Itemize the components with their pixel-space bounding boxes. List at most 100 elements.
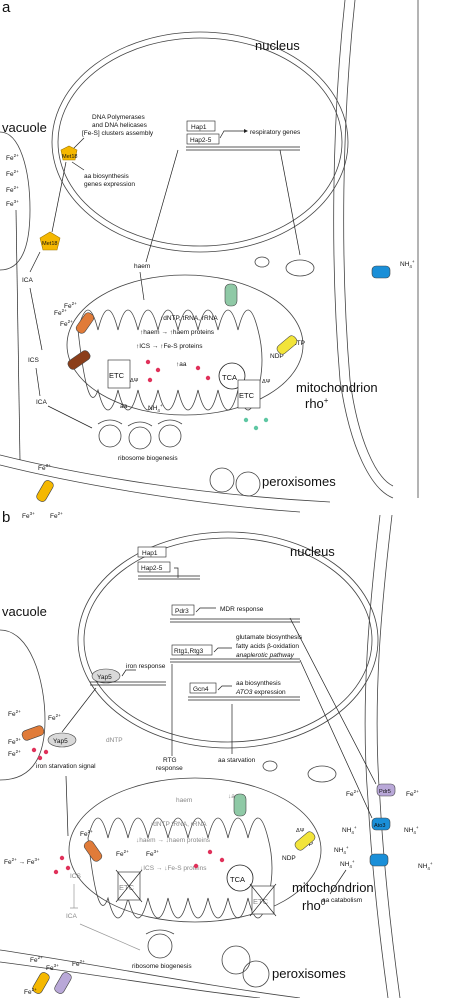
transporter-green-b: [233, 793, 247, 817]
arrow-yap5: [61, 687, 97, 733]
gcn4-dna: [188, 685, 300, 701]
red-dot: [195, 365, 201, 371]
red-dot: [155, 367, 161, 373]
haem-b: haem: [176, 797, 192, 804]
etc-a-right-label: ETC: [239, 391, 255, 400]
rtg-dna: [170, 647, 300, 663]
etc-a-left-label: ETC: [109, 371, 125, 380]
etc-b-right-label: ETC: [253, 897, 269, 906]
tca-b: TCA: [230, 875, 245, 884]
ntp-a: NTP: [292, 340, 305, 347]
pm-b-1: [0, 949, 301, 998]
fe-b-pm2: Fe3+: [46, 963, 59, 972]
arrow-met18-dna: [71, 137, 85, 151]
dntp-a: ↑dNTP, tRNA, rRNA: [160, 315, 218, 322]
iron-starv: iron starvation signal: [36, 763, 96, 770]
tca-b-circle: [226, 864, 254, 892]
red-dot: [31, 747, 37, 753]
transporter-orange-a: [75, 312, 95, 334]
peroxisomes-a: [209, 467, 261, 497]
dntp-row-b: ↓dNTP tRNA, rRNA: [150, 821, 207, 828]
met18-nuc-shape: [60, 145, 78, 161]
vac-fe2: Fe2+: [6, 169, 19, 178]
ica-b: ICA: [66, 913, 78, 920]
ics-a: ICS: [28, 357, 40, 364]
arrow-resp: [219, 130, 244, 139]
dpsi-a-left: ΔΨ: [130, 378, 139, 384]
nh4-b-1: NH4+: [342, 825, 357, 835]
mito-a-state: rho+: [305, 396, 329, 411]
rtg-box: [171, 644, 213, 656]
arrow-ica-met18: [29, 251, 41, 273]
hap1-box: [186, 120, 216, 132]
resp-genes-text: respiratory genes: [250, 129, 301, 136]
nh4-b-4: NH4+: [340, 859, 355, 869]
panel-b: b nucleus vacuole Hap1 Hap2-5 Pdr3 MDR r…: [0, 509, 433, 998]
yap5-dna: [90, 669, 166, 686]
ribosome-b: [145, 929, 175, 959]
gcn4-label: Gcn4: [193, 686, 209, 693]
arrow-nuc-ribo: [279, 149, 301, 256]
cell-wall-b-2: [376, 514, 401, 998]
fe-b-pm4: Fe2+: [24, 987, 37, 996]
green-dot: [253, 425, 259, 431]
mito-cristae-a: [77, 309, 263, 411]
pdr3-label: Pdr3: [175, 608, 189, 615]
ribosome-cyto-b: [262, 760, 337, 783]
nh4-b-2: NH4+: [404, 825, 419, 835]
nucleus-outer: [51, 31, 349, 253]
hap25-b: Hap2-5: [141, 565, 163, 572]
dpsi-a-right: ΔΨ: [262, 379, 271, 385]
ato3-text: ATO3 expression: [235, 689, 286, 696]
inhibit-ica: [70, 884, 141, 951]
ato3-channel-label: Ato3: [374, 823, 386, 829]
mdr-text: MDR response: [220, 606, 264, 613]
anap-text: anaplerotic pathway: [236, 652, 295, 659]
gcn4-box: [189, 682, 217, 694]
fe-b-v1: Fe2+: [8, 709, 21, 718]
transporter-purple-pm-b: [54, 972, 72, 994]
nh4-a-mito: NH4+: [148, 403, 163, 413]
fe-b-v4: Fe2+: [48, 713, 61, 722]
etc-a-left: [107, 359, 131, 389]
mito-b-label: mitochondrion: [292, 880, 374, 895]
up-aa-a: ↑aa: [176, 361, 187, 368]
fe-a-3: Fe2+: [60, 319, 73, 328]
fe-b-v3: Fe2+: [8, 749, 21, 758]
pdr5-label: Pdr5: [379, 789, 391, 795]
fe-b-m2: Fe3+: [146, 849, 159, 858]
fe-a-5: Fe3+: [22, 511, 35, 520]
fe-b-c2: Fe2+: [80, 829, 93, 838]
ribosomes-a: [97, 419, 183, 450]
ndp-b: NDP: [282, 855, 296, 862]
aa-a: aa: [120, 403, 128, 410]
panel-b-letter: b: [2, 509, 10, 526]
mito-b-state: rho0: [302, 898, 326, 913]
arrow-met18-aa: [71, 161, 85, 171]
hap1-b: Hap1: [142, 550, 158, 557]
fes-row-b: ↓ICS → ↓Fe-S proteins: [140, 865, 207, 872]
red-dot: [53, 869, 59, 875]
mito-outer-b: [68, 777, 322, 923]
arrow-fe-up: [15, 209, 21, 461]
nucleus-b-inner: [83, 537, 373, 743]
transporter-yellow-pm-b: [32, 972, 50, 994]
green-dot: [243, 417, 249, 423]
rtg-resp: RTG: [163, 757, 177, 764]
transporter-brown-a: [67, 350, 91, 370]
arrow-met18-up: [51, 161, 67, 233]
peroxisomes-b: [221, 945, 270, 988]
hap1-b-box: [137, 546, 167, 558]
red-dot: [207, 849, 213, 855]
vacuole-b-label: vacuole: [2, 604, 47, 619]
arrow-ica-ics: [29, 287, 43, 351]
plasma-membrane-bottom-inner: [0, 464, 301, 513]
aa-bio-b: aa biosynthesis: [236, 680, 282, 687]
fes-assembly-text: [Fe-S] clusters assembly: [82, 130, 154, 137]
fe-b-pm1: Fe2+: [30, 955, 43, 964]
pdr3-box: [171, 604, 195, 616]
fatty-text: fatty acids β-oxidation: [236, 643, 299, 650]
dna-poly-text: DNA Polymerases: [92, 114, 145, 121]
fe-b-r1: Fe2+: [346, 789, 359, 798]
arrow-ics-ica: [35, 367, 41, 397]
